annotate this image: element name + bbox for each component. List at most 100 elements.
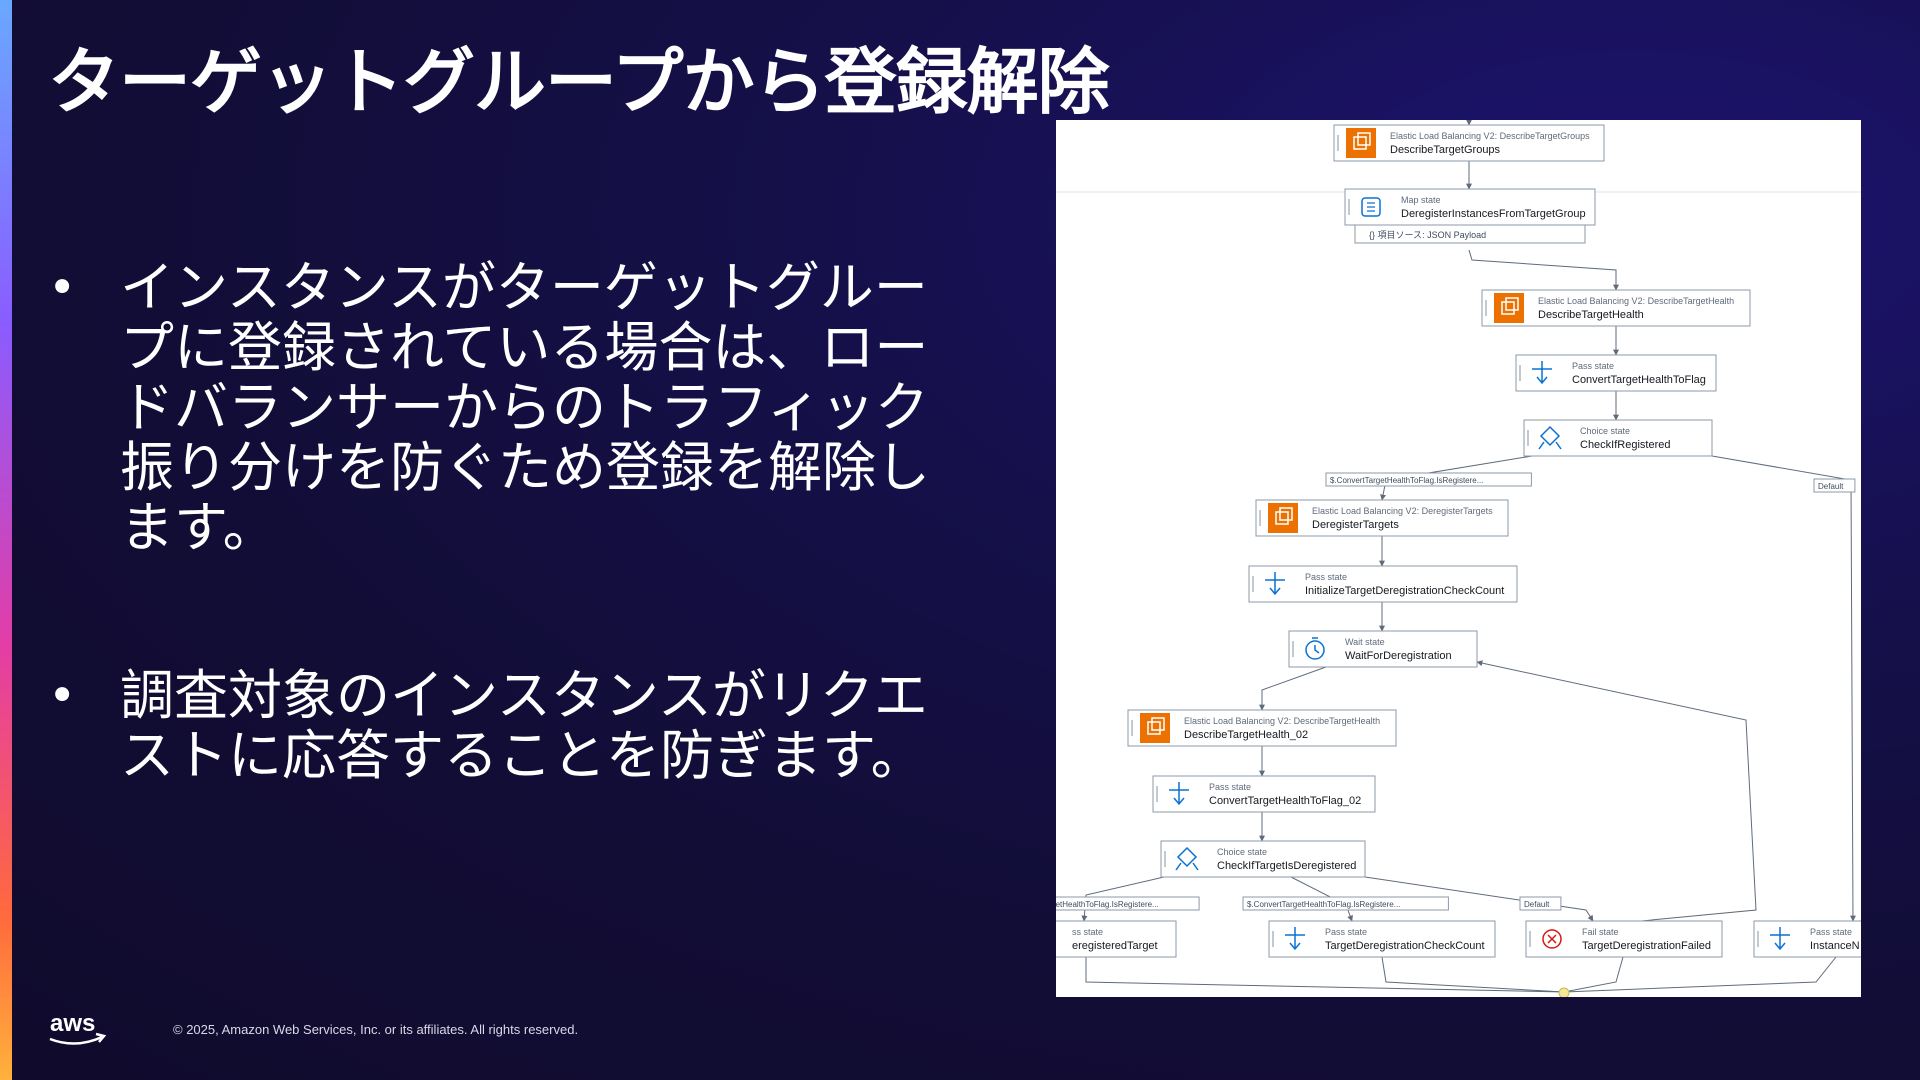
aws-logo: aws [49, 1010, 107, 1045]
workflow-edge [1364, 876, 1594, 922]
node-type: Choice state [1217, 847, 1267, 857]
workflow-edge [1563, 956, 1837, 993]
node-name: DeregisterTargets [1312, 519, 1399, 531]
node-type: Fail state [1582, 927, 1619, 937]
bullet-item: • インスタンスがターゲットグループに登録されている場合は、ロードバランサーから… [44, 258, 930, 558]
node-type: ss state [1072, 927, 1103, 937]
node-box [1127, 709, 1397, 747]
workflow-edge [1711, 455, 1856, 922]
node-name: CheckIfTargetIsDeregistered [1217, 860, 1356, 872]
node-name: ConvertTargetHealthToFlag_02 [1209, 795, 1361, 807]
workflow-edge [1085, 957, 1565, 993]
edge-label-text: $.ConvertTargetHealthToFlag.IsRegistere.… [1247, 900, 1400, 909]
workflow-graph: Elastic Load Balancing V2: DescribeTarge… [1056, 120, 1861, 997]
node-box [1523, 419, 1713, 457]
workflow-edge [1468, 249, 1619, 291]
node-type: Elastic Load Balancing V2: DeregisterTar… [1312, 506, 1493, 516]
pass-icon [1285, 927, 1305, 951]
node-type: Wait state [1345, 637, 1385, 647]
edge-label: Default [1813, 478, 1856, 493]
bullet-text: インスタンスがターゲットグループに登録されている場合は、ロードバランサーからのト… [120, 256, 930, 559]
node-type: Elastic Load Balancing V2: DescribeTarge… [1184, 716, 1380, 726]
node-name: InitializeTargetDeregistrationCheckCount [1305, 585, 1504, 597]
edge-label-text: $.ConvertTargetHealthToFlag.IsRegistere.… [1330, 476, 1483, 485]
copyright-text: © 2025, Amazon Web Services, Inc. or its… [173, 1022, 579, 1037]
edge-label: $.ConvertTargetHealthToFlag.IsRegistere.… [1242, 896, 1449, 911]
node-type: Elastic Load Balancing V2: DescribeTarge… [1538, 296, 1734, 306]
edge-label-text: TargetHealthToFlag.IsRegistere... [1056, 900, 1159, 909]
node-name: InstanceN [1810, 940, 1860, 952]
node-type: Pass state [1810, 927, 1852, 937]
workflow-edge [1259, 666, 1327, 711]
node-name: WaitForDeregistration [1345, 650, 1452, 662]
pass-icon [1532, 361, 1552, 385]
bullet-marker: • [48, 260, 77, 316]
workflow-node[interactable]: Elastic Load Balancing V2: DescribeTarge… [1333, 124, 1605, 162]
pass-icon [1265, 572, 1285, 596]
edge-label-text: Default [1524, 900, 1550, 909]
bullet-list: • インスタンスがターゲットグループに登録されている場合は、ロードバランサーから… [44, 258, 930, 894]
node-name: DescribeTargetHealth [1538, 309, 1644, 321]
node-type: Choice state [1580, 426, 1630, 436]
node-box [1481, 289, 1751, 327]
workflow-edge [1476, 660, 1757, 933]
map-icon [1361, 197, 1381, 217]
workflow-node[interactable]: ss state eregisteredTarget [1056, 920, 1177, 958]
node-box [1525, 920, 1723, 958]
edge-label: Default [1519, 896, 1562, 911]
node-box [1248, 565, 1518, 603]
node-box [1333, 124, 1605, 162]
workflow-nodes: Elastic Load Balancing V2: DescribeTarge… [1056, 124, 1861, 958]
node-name: TargetDeregistrationCheckCount [1325, 940, 1485, 952]
node-type: Pass state [1209, 782, 1251, 792]
workflow-node[interactable]: Elastic Load Balancing V2: DeregisterTar… [1255, 499, 1509, 537]
node-name: CheckIfRegistered [1580, 439, 1671, 451]
workflow-edge [1381, 956, 1565, 993]
node-name: TargetDeregistrationFailed [1582, 940, 1711, 952]
node-name: DescribeTargetHealth_02 [1184, 729, 1308, 741]
aws-smile-icon [49, 1035, 103, 1045]
aws-logo-text: aws [50, 1010, 95, 1037]
workflow-node[interactable]: Elastic Load Balancing V2: DescribeTarge… [1127, 709, 1397, 747]
edge-label-text: Default [1818, 482, 1844, 491]
pass-icon [1169, 782, 1189, 806]
node-name: DescribeTargetGroups [1390, 144, 1501, 156]
fail-icon [1542, 929, 1562, 949]
join-point-icon [1558, 987, 1570, 997]
node-box [1056, 920, 1177, 958]
node-box [1753, 920, 1861, 958]
node-box [1344, 188, 1596, 226]
pass-icon [1770, 927, 1790, 951]
workflow-edge [1081, 876, 1165, 922]
node-subtitle-box [1354, 224, 1586, 244]
node-type: Pass state [1572, 361, 1614, 371]
slide-title: ターゲットグループから登録解除 [48, 40, 1110, 124]
workflow-diagram: Elastic Load Balancing V2: DescribeTarge… [1056, 120, 1861, 997]
choice-icon [1176, 846, 1198, 868]
workflow-edge [1563, 956, 1624, 993]
edge-label: TargetHealthToFlag.IsRegistere... [1056, 896, 1200, 911]
workflow-node[interactable]: Map stateDeregisterInstancesFromTargetGr… [1344, 188, 1596, 244]
wait-icon [1305, 640, 1325, 660]
choice-icon [1539, 425, 1561, 447]
node-name: eregisteredTarget [1072, 940, 1158, 952]
node-type: Elastic Load Balancing V2: DescribeTarge… [1390, 131, 1590, 141]
node-box [1268, 920, 1496, 958]
workflow-node[interactable]: Pass stateInitializeTargetDeregistration… [1248, 565, 1518, 603]
bullet-marker: • [48, 668, 77, 724]
node-name: DeregisterInstancesFromTargetGroup [1401, 208, 1586, 220]
bullet-item: • 調査対象のインスタンスがリクエストに応答することを防ぎます。 [44, 666, 928, 786]
node-type: Pass state [1325, 927, 1367, 937]
workflow-node[interactable]: Elastic Load Balancing V2: DescribeTarge… [1481, 289, 1751, 327]
node-subtitle: {} 項目ソース: JSON Payload [1369, 230, 1486, 240]
node-box [1288, 630, 1478, 668]
node-type: Pass state [1305, 572, 1347, 582]
